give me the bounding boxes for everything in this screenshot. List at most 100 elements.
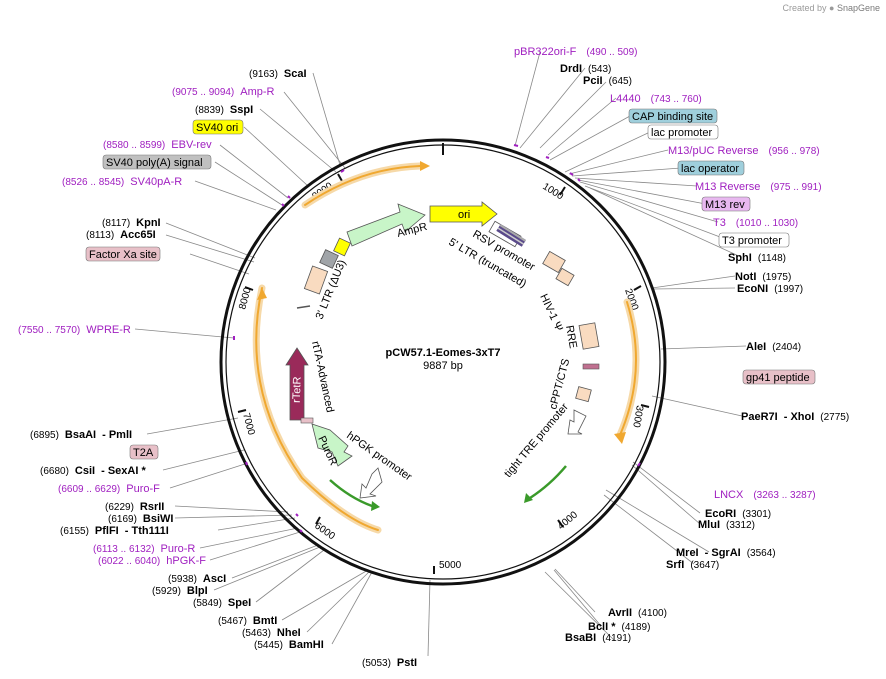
enzyme-asci: (5938)AscI xyxy=(168,573,226,585)
primer-l4440: L4440(743 .. 760) xyxy=(610,93,702,105)
enzyme-pcii: PciI(645) xyxy=(583,75,632,87)
tick-label-3000: 3000 xyxy=(630,404,645,428)
tick-marks xyxy=(237,143,650,574)
primer-marks xyxy=(233,144,641,533)
green-arrows xyxy=(329,465,567,508)
tick-label-5000: 5000 xyxy=(439,560,462,571)
enzyme-blpi: (5929)BlpI xyxy=(152,585,208,597)
feature-hiv-psi: HIV-1 Ψ xyxy=(537,292,565,333)
primer-sv40pa-r: (8526 .. 8545)SV40pA-R xyxy=(62,176,182,188)
rre-shape xyxy=(578,322,600,350)
enzyme-bamhi: (5445)BamHI xyxy=(254,639,324,651)
ampr-arrow xyxy=(346,203,426,247)
box-sv40-ori-text: SV40 ori xyxy=(196,122,238,134)
feature-tre: tight TRE promoter xyxy=(502,401,571,480)
enzyme-bcli: BclI *(4189) xyxy=(588,621,650,633)
tick-label-4000: 4000 xyxy=(556,509,580,532)
enzyme-srfi: SrfI(3647) xyxy=(666,559,719,571)
primer-amp-r: (9075 .. 9094)Amp-R xyxy=(172,86,275,98)
box-factor-xa-text: Factor Xa site xyxy=(89,249,157,261)
box-cap-site: CAP binding site xyxy=(628,108,718,124)
tick-label-1000: 1000 xyxy=(540,181,565,202)
polya-shape xyxy=(319,249,339,269)
backbone-outer xyxy=(219,138,667,586)
orf-arc-left xyxy=(252,284,382,534)
box-lac-promoter: lac promoter xyxy=(647,124,719,140)
box-m13-rev-text: M13 rev xyxy=(705,199,745,211)
tick-label-6000: 6000 xyxy=(312,520,337,542)
primer-wpre-r: (7550 .. 7570)WPRE-R xyxy=(18,324,131,336)
enzyme-avrii: AvrII(4100) xyxy=(608,607,667,619)
primer-hpgk-f: (6022 .. 6040)hPGK-F xyxy=(98,555,206,567)
primer-m13-reverse: M13 Reverse(975 .. 991) xyxy=(695,181,822,193)
hiv-psi-shape xyxy=(555,267,575,287)
orf-arcs xyxy=(252,162,640,534)
primer-t3: T3(1010 .. 1030) xyxy=(713,217,798,229)
t2a-shape xyxy=(300,417,314,424)
orf-arrowhead-top xyxy=(420,161,430,171)
gp41-shape xyxy=(582,363,600,370)
enzyme-bsaai-pmli: (6895)BsaAI- PmlI xyxy=(30,429,132,441)
enzyme-paer7i-xhoi: PaeR7I- XhoI(2775) xyxy=(741,411,849,423)
enzyme-alei: AleI(2404) xyxy=(746,341,801,353)
feature-rtta: rtTA-Advanced xyxy=(309,340,336,413)
primer-labels: pBR322ori-F(490 .. 509) (9075 .. 9094)Am… xyxy=(18,46,822,567)
box-gp41-text: gp41 peptide xyxy=(746,372,810,384)
enzyme-noti: NotI(1975) xyxy=(735,271,791,283)
enzyme-sspi: (8839)SspI xyxy=(195,104,253,116)
plasmid-name: pCW57.1-Eomes-3xT7 xyxy=(386,347,501,359)
feature-rre: RRE xyxy=(563,324,579,349)
plasmid-size: 9887 bp xyxy=(423,360,463,372)
feature-ori: ori xyxy=(458,209,470,221)
primer-puro-r: (6113 .. 6132)Puro-R xyxy=(93,543,195,555)
hpgk-arrow xyxy=(359,467,383,499)
credit-brand: SnapGene xyxy=(836,3,880,13)
box-factor-xa: Factor Xa site xyxy=(85,246,161,262)
box-t2a-text: T2A xyxy=(133,447,154,459)
enzyme-psti: (5053)PstI xyxy=(362,657,417,669)
enzyme-csii-sexai: (6680)CsiI- SexAI * xyxy=(40,465,146,477)
box-m13-rev: M13 rev xyxy=(701,196,751,212)
enzyme-drdi: DrdI(543) xyxy=(560,63,611,75)
snapgene-logo-icon: ● xyxy=(829,3,835,13)
enzyme-labels: (9163)ScaI (8839)SspI DrdI(543) PciI(645… xyxy=(30,63,849,669)
tick-label-8000: 8000 xyxy=(237,286,253,311)
ori-arrow xyxy=(429,201,498,227)
enzyme-rsrii: (6229)RsrII xyxy=(105,501,164,513)
rsv-striped xyxy=(496,224,526,247)
enzyme-scai: (9163)ScaI xyxy=(249,68,307,80)
enzyme-bsabi: BsaBI(4191) xyxy=(565,632,631,644)
sv40ori-shape xyxy=(333,237,351,257)
feature-rtetr: rTetR xyxy=(291,376,304,403)
primer-m13-puc-reverse: M13/pUC Reverse(956 .. 978) xyxy=(668,145,820,157)
enzyme-bmti: (5467)BmtI xyxy=(218,615,277,627)
enzyme-econi: EcoNI(1997) xyxy=(737,283,803,295)
tick-label-7000: 7000 xyxy=(240,412,256,437)
puror-arrow xyxy=(311,423,353,467)
rtetr-arrow xyxy=(285,347,309,421)
tre-arrow xyxy=(567,409,587,435)
enzyme-ecori: EcoRI(3301) xyxy=(705,508,771,520)
enzyme-bsiwi: (6169)BsiWI xyxy=(108,513,173,525)
enzyme-kpni: (8117)KpnI xyxy=(102,217,161,229)
box-t3-promoter: T3 promoter xyxy=(718,232,790,248)
snapgene-credit: Created by ● SnapGene xyxy=(782,3,880,13)
box-t3-promoter-text: T3 promoter xyxy=(722,235,782,247)
box-sv40-ori: SV40 ori xyxy=(192,119,244,135)
box-cap-site-text: CAP binding site xyxy=(632,111,713,123)
factor-xa-mark xyxy=(296,305,311,309)
box-lac-operator: lac operator xyxy=(677,160,745,176)
primer-pbr322ori-f: pBR322ori-F(490 .. 509) xyxy=(514,46,638,58)
primer-ebv-rev: (8580 .. 8599)EBV-rev xyxy=(103,139,212,151)
ltr5-shape xyxy=(542,250,566,274)
box-gp41: gp41 peptide xyxy=(742,369,816,385)
enzyme-pflfi-tth111i: (6155)PflFI- Tth111I xyxy=(60,525,169,537)
orf-arrowhead-right xyxy=(614,432,626,444)
box-t2a: T2A xyxy=(129,444,159,460)
enzyme-nhei: (5463)NheI xyxy=(242,627,301,639)
enzyme-acc65i: (8113)Acc65I xyxy=(86,229,156,241)
cppt-shape xyxy=(575,386,592,403)
enzyme-spei: (5849)SpeI xyxy=(193,597,251,609)
leader-lines xyxy=(134,51,747,657)
